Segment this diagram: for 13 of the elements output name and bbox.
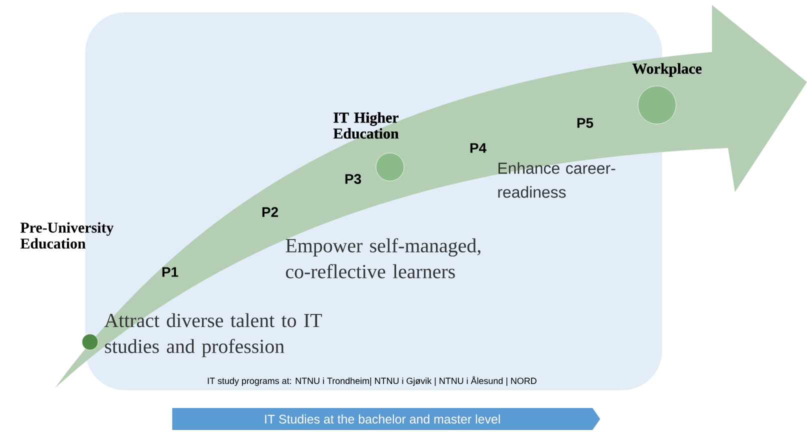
stage-heading: Pre-University Education <box>20 222 114 249</box>
point-label: P3 <box>345 174 362 184</box>
chevron-banner: IT Studies at the bachelor and master level <box>172 408 600 430</box>
footnote: IT study programs at: NTNU i Trondheim| NTNU i Gjøvik | NTNU i Ålesund | NORD <box>208 376 536 386</box>
milestone-circle <box>638 86 676 124</box>
stage-heading: Workplace <box>632 63 702 77</box>
stage-heading: IT Higher Education <box>333 112 399 139</box>
point-label: P5 <box>577 118 594 128</box>
milestone-circle <box>376 152 404 182</box>
point-label: P1 <box>162 267 178 277</box>
milestone-circle <box>82 334 98 350</box>
point-label: P4 <box>470 143 486 153</box>
point-label: P2 <box>262 207 278 217</box>
